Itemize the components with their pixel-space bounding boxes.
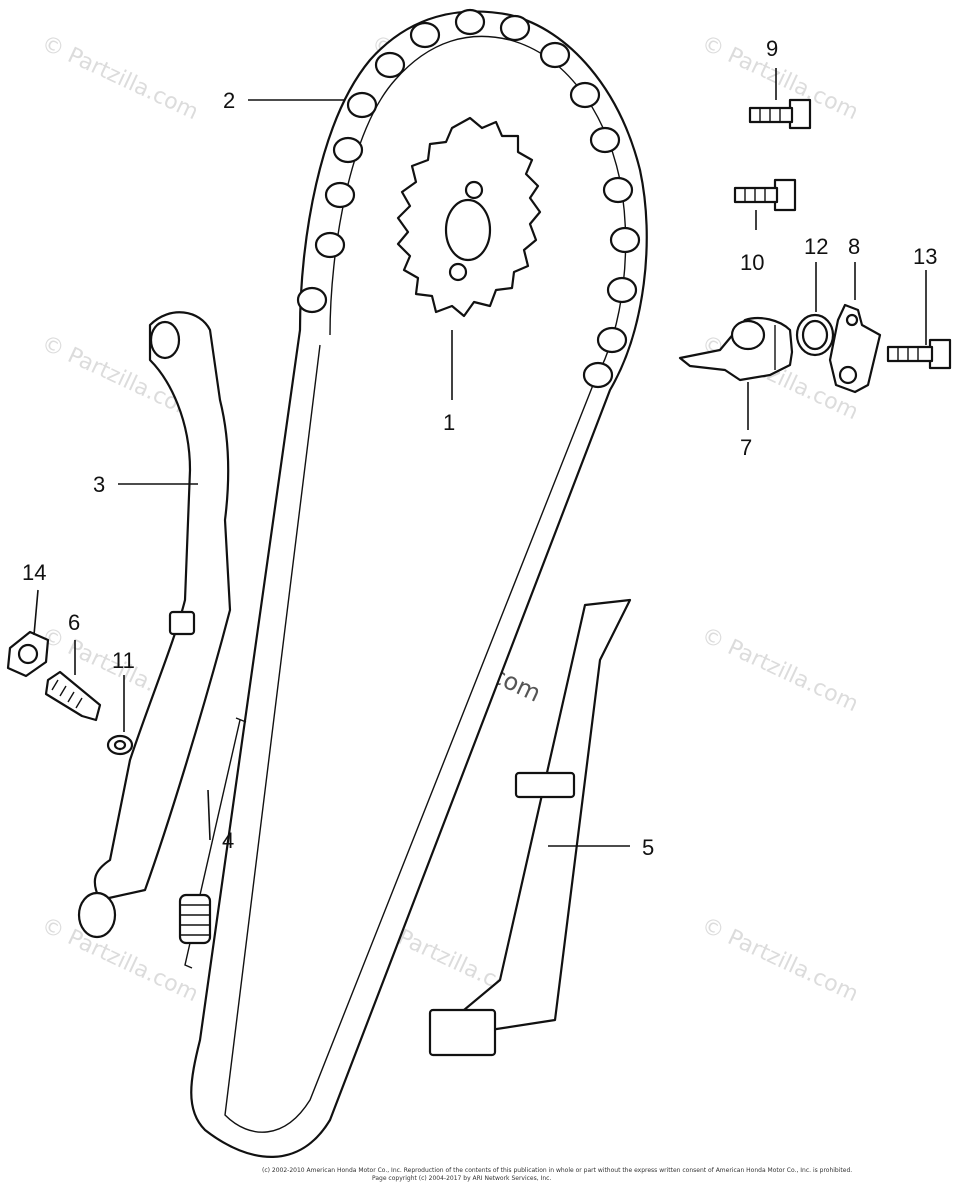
bolt-10 (733, 178, 797, 212)
leader-lines (33, 68, 927, 847)
callout-10: 10 (740, 250, 764, 275)
o-ring-12 (795, 313, 835, 357)
callout-1: 1 (443, 410, 455, 435)
nut-14 (6, 630, 50, 678)
plate-8 (828, 303, 882, 394)
cam-chain (190, 8, 648, 1158)
watermark-bottom-left: © Partzilla.com (37, 913, 201, 1007)
callout-labels: 1 2 3 4 5 6 7 8 9 10 11 12 13 14 (22, 36, 937, 860)
tensioner-arm (77, 311, 232, 939)
chain-links (296, 8, 641, 389)
copyright-line-1: (c) 2002-2010 American Honda Motor Co., … (262, 1167, 852, 1174)
bolt-9 (748, 98, 812, 130)
callout-11: 11 (112, 648, 135, 673)
callout-14: 14 (22, 560, 46, 585)
adjusting-bolt-6 (44, 670, 102, 722)
callout-8: 8 (848, 234, 860, 259)
bolt-13 (886, 338, 952, 370)
washer-11 (106, 734, 134, 756)
copyright-line-2: Page copyright (c) 2004-2017 by ARI Netw… (372, 1175, 551, 1182)
tensioner-holder-7 (678, 316, 794, 382)
callout-3: 3 (93, 472, 105, 497)
tensioner-spring (178, 717, 247, 969)
footer-copyright: (c) 2002-2010 American Honda Motor Co., … (262, 1167, 852, 1182)
chain-guide (428, 598, 632, 1057)
callout-5: 5 (642, 835, 654, 860)
cam-sprocket (396, 116, 542, 318)
callout-9: 9 (766, 36, 778, 61)
callout-2: 2 (223, 88, 235, 113)
callout-4: 4 (222, 828, 234, 853)
callout-6: 6 (68, 610, 80, 635)
watermark-bottom-right: © Partzilla.com (697, 913, 861, 1007)
watermark-low-right: © Partzilla.com (697, 623, 861, 717)
callout-12: 12 (804, 234, 828, 259)
callout-13: 13 (913, 244, 937, 269)
watermark-top-left: © Partzilla.com (37, 31, 201, 125)
callout-7: 7 (740, 435, 752, 460)
